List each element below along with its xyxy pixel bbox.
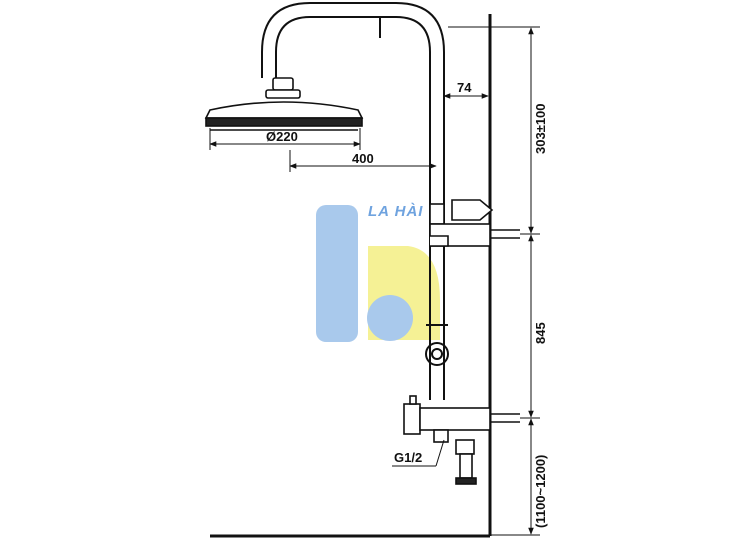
watermark-logo: LA HÀI xyxy=(316,203,440,342)
wall-bracket xyxy=(429,199,520,247)
mixer-valve xyxy=(403,395,520,485)
dim-label-head-diameter: Ø220 xyxy=(266,129,298,144)
watermark-blue-bar xyxy=(316,205,358,342)
dim-label-wall-offset: 74 xyxy=(457,80,472,95)
dim-label-bar-height: 845 xyxy=(533,322,548,344)
shower-head xyxy=(204,77,364,131)
watermark-text: LA HÀI xyxy=(368,203,423,220)
dim-label-top-height: 303±100 xyxy=(533,103,548,154)
dim-label-inlet-height: (1100~1200) xyxy=(533,455,548,528)
dim-vertical-chain xyxy=(448,26,540,536)
thread-leader xyxy=(392,439,445,467)
dim-arm-length xyxy=(289,150,437,172)
watermark-blue-circle xyxy=(367,295,413,341)
dim-head-diameter xyxy=(209,128,361,150)
shower-pipe xyxy=(261,2,448,400)
thread-label: G1/2 xyxy=(394,450,422,465)
dim-label-arm-length: 400 xyxy=(352,151,374,166)
slide-holder xyxy=(425,342,449,366)
